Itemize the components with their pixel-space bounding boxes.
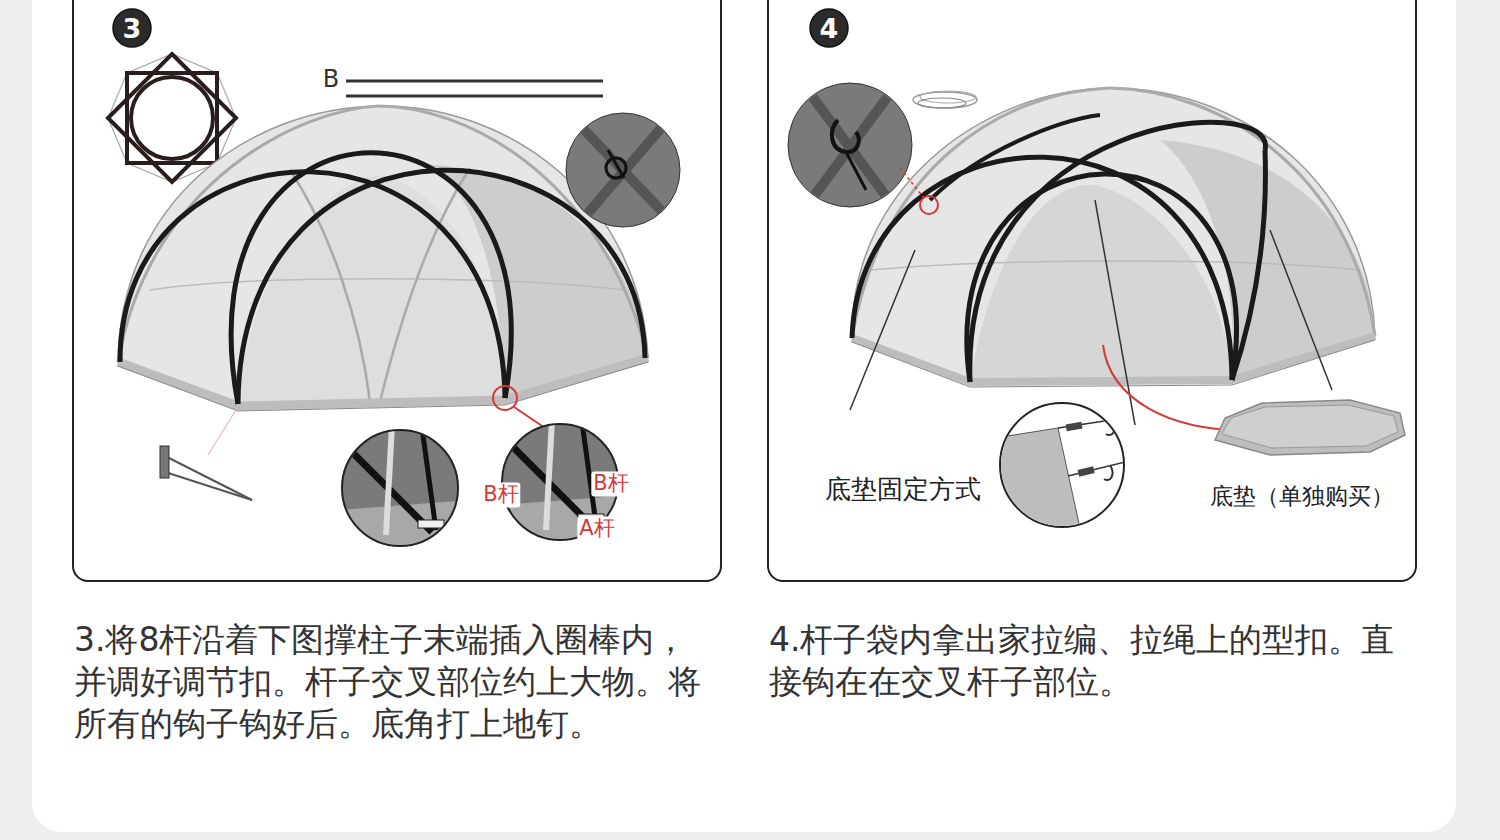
rope-loop bbox=[920, 91, 976, 103]
groundsheet bbox=[1215, 400, 1405, 455]
clip bbox=[418, 520, 444, 528]
stake-rope bbox=[165, 456, 252, 500]
highlight-circle bbox=[920, 196, 938, 214]
detail-zoom bbox=[995, 403, 1125, 540]
black-pole bbox=[970, 122, 1266, 382]
figure-label: 底垫（单独购买） bbox=[1210, 484, 1394, 509]
step-number-text: 4 bbox=[820, 15, 839, 42]
pole bbox=[422, 428, 436, 530]
strap bbox=[800, 80, 900, 215]
black-pole bbox=[120, 172, 505, 398]
ground-stake bbox=[160, 446, 252, 500]
tent-panel bbox=[238, 175, 505, 404]
groundsheet-shape bbox=[1215, 400, 1405, 455]
groundsheet-top bbox=[1222, 405, 1398, 448]
rope bbox=[1068, 462, 1125, 476]
pole bbox=[546, 420, 552, 530]
pole-label: B bbox=[323, 66, 339, 92]
detail-zoom bbox=[788, 80, 912, 215]
stake-head bbox=[160, 446, 169, 478]
black-pole bbox=[231, 153, 511, 404]
tent-skirt-edge bbox=[852, 340, 1375, 387]
figure-label: 底垫固定方式 bbox=[825, 475, 981, 504]
tent-body bbox=[852, 88, 1375, 382]
pole bbox=[386, 425, 392, 535]
hook bbox=[608, 150, 624, 178]
rope-loop bbox=[913, 92, 977, 108]
pole-label: A杆 bbox=[577, 516, 616, 541]
buckle bbox=[1078, 466, 1095, 477]
dome-tent bbox=[852, 88, 1375, 387]
rope-coil bbox=[913, 91, 977, 108]
pole-b-symbol bbox=[346, 80, 603, 83]
step-caption: 3.将8杆沿着下图撑柱子末端插入圈棒内， 并调好调节扣。杆子交叉部位约上大物。将… bbox=[74, 619, 739, 745]
rope-loop bbox=[918, 98, 966, 108]
card-ground bbox=[32, 0, 1456, 832]
step-number: 4 bbox=[809, 8, 849, 48]
tent-skirt bbox=[118, 358, 648, 406]
guy-line bbox=[1270, 230, 1332, 390]
black-pole bbox=[930, 115, 1100, 200]
highlight-circle bbox=[493, 386, 517, 410]
tent-seam bbox=[150, 279, 625, 290]
ring-outline bbox=[131, 77, 213, 159]
number-circle bbox=[810, 9, 848, 47]
tent-seam bbox=[870, 261, 1360, 270]
step-number-text: 3 bbox=[123, 15, 142, 42]
pole-label: B杆 bbox=[591, 471, 630, 496]
number-circle bbox=[113, 9, 151, 47]
detail-zoom bbox=[566, 112, 680, 228]
leader-line bbox=[1103, 345, 1242, 430]
rope bbox=[846, 152, 866, 190]
detail-zoom bbox=[340, 425, 470, 560]
leader-line bbox=[208, 410, 236, 455]
black-pole bbox=[1232, 150, 1265, 380]
tent-corner bbox=[995, 428, 1080, 540]
hook bbox=[1106, 420, 1114, 435]
buckle bbox=[1066, 422, 1083, 432]
strap bbox=[575, 112, 675, 228]
step-caption: 4.杆子袋内拿出家拉编、拉绳上的型扣。直 接钩在在交叉杆子部位。 bbox=[769, 619, 1434, 703]
tent-body bbox=[118, 106, 648, 406]
hook bbox=[1104, 465, 1112, 480]
guy-line bbox=[850, 250, 915, 410]
step-number: 3 bbox=[112, 8, 152, 48]
grey-pole bbox=[380, 168, 470, 402]
hook bbox=[832, 120, 859, 152]
leader-line bbox=[900, 168, 924, 198]
pole-label: B杆 bbox=[481, 482, 520, 507]
guy-line bbox=[1095, 200, 1135, 425]
black-pole bbox=[967, 174, 1237, 382]
strap bbox=[800, 80, 900, 215]
zoom-circle bbox=[566, 113, 680, 227]
tent-skirt-edge bbox=[118, 362, 648, 411]
pole-b-symbol bbox=[346, 95, 603, 98]
stake-rope bbox=[165, 472, 252, 500]
